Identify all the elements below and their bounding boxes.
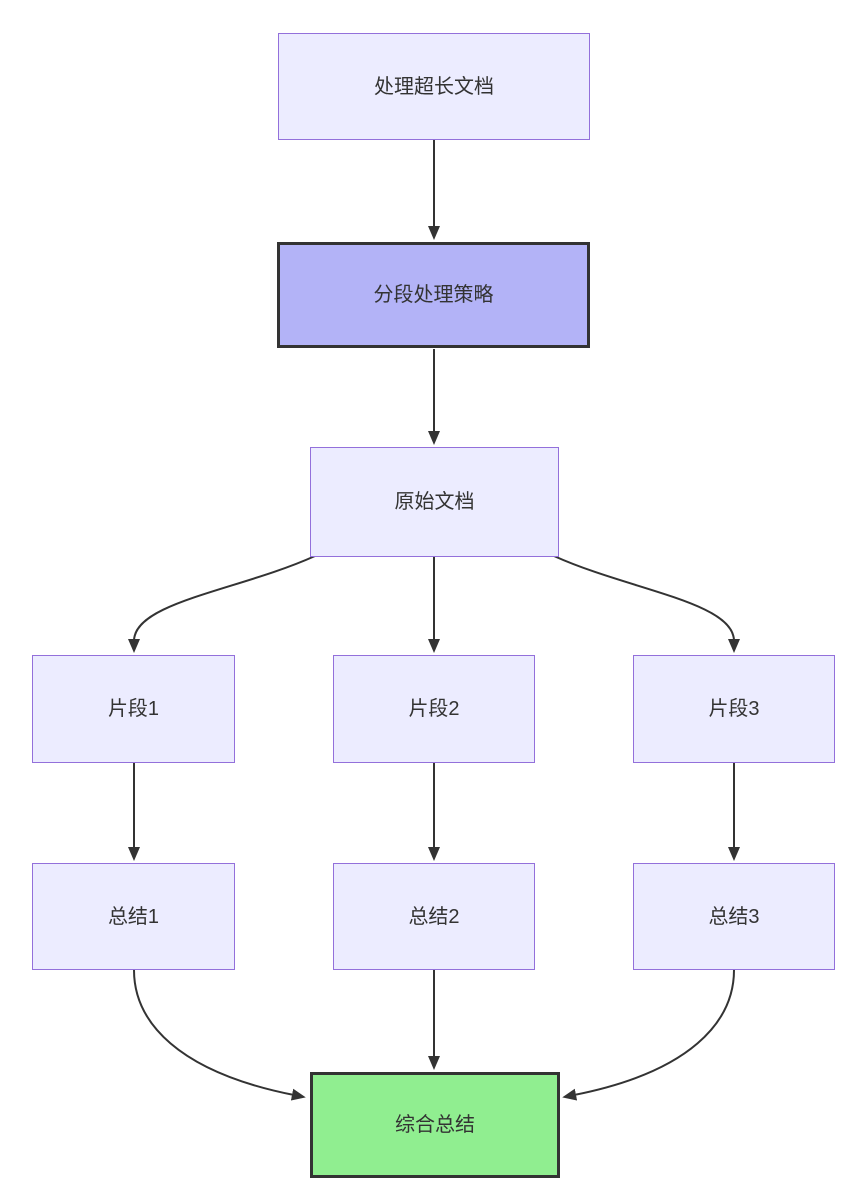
node-label: 总结3 <box>708 905 760 928</box>
node-summary-3: 总结3 <box>633 863 835 970</box>
node-label: 总结1 <box>107 905 160 928</box>
node-summary-1: 总结1 <box>32 863 235 970</box>
node-label: 综合总结 <box>395 1114 475 1136</box>
node-final-summary: 综合总结 <box>310 1072 560 1178</box>
node-process-long-doc: 处理超长文档 <box>278 33 590 140</box>
node-fragment-1: 片段1 <box>32 655 235 763</box>
node-fragment-3: 片段3 <box>633 655 835 763</box>
node-label: 片段2 <box>408 698 460 720</box>
node-label: 处理超长文档 <box>374 75 494 98</box>
edge-original-to-fragment1 <box>128 555 316 653</box>
edge-summary3-to-final <box>562 969 735 1101</box>
node-segmentation-strategy: 分段处理策略 <box>277 242 590 348</box>
node-label: 片段1 <box>107 698 160 720</box>
node-label: 原始文档 <box>394 491 475 513</box>
node-label: 分段处理策略 <box>373 284 494 306</box>
node-summary-2: 总结2 <box>333 863 535 970</box>
edge-summary1-to-final <box>133 969 306 1101</box>
node-original-document: 原始文档 <box>310 447 559 557</box>
node-label: 总结2 <box>408 905 460 928</box>
edge-original-to-fragment3 <box>553 555 740 653</box>
node-fragment-2: 片段2 <box>333 655 535 763</box>
node-label: 片段3 <box>708 698 760 720</box>
